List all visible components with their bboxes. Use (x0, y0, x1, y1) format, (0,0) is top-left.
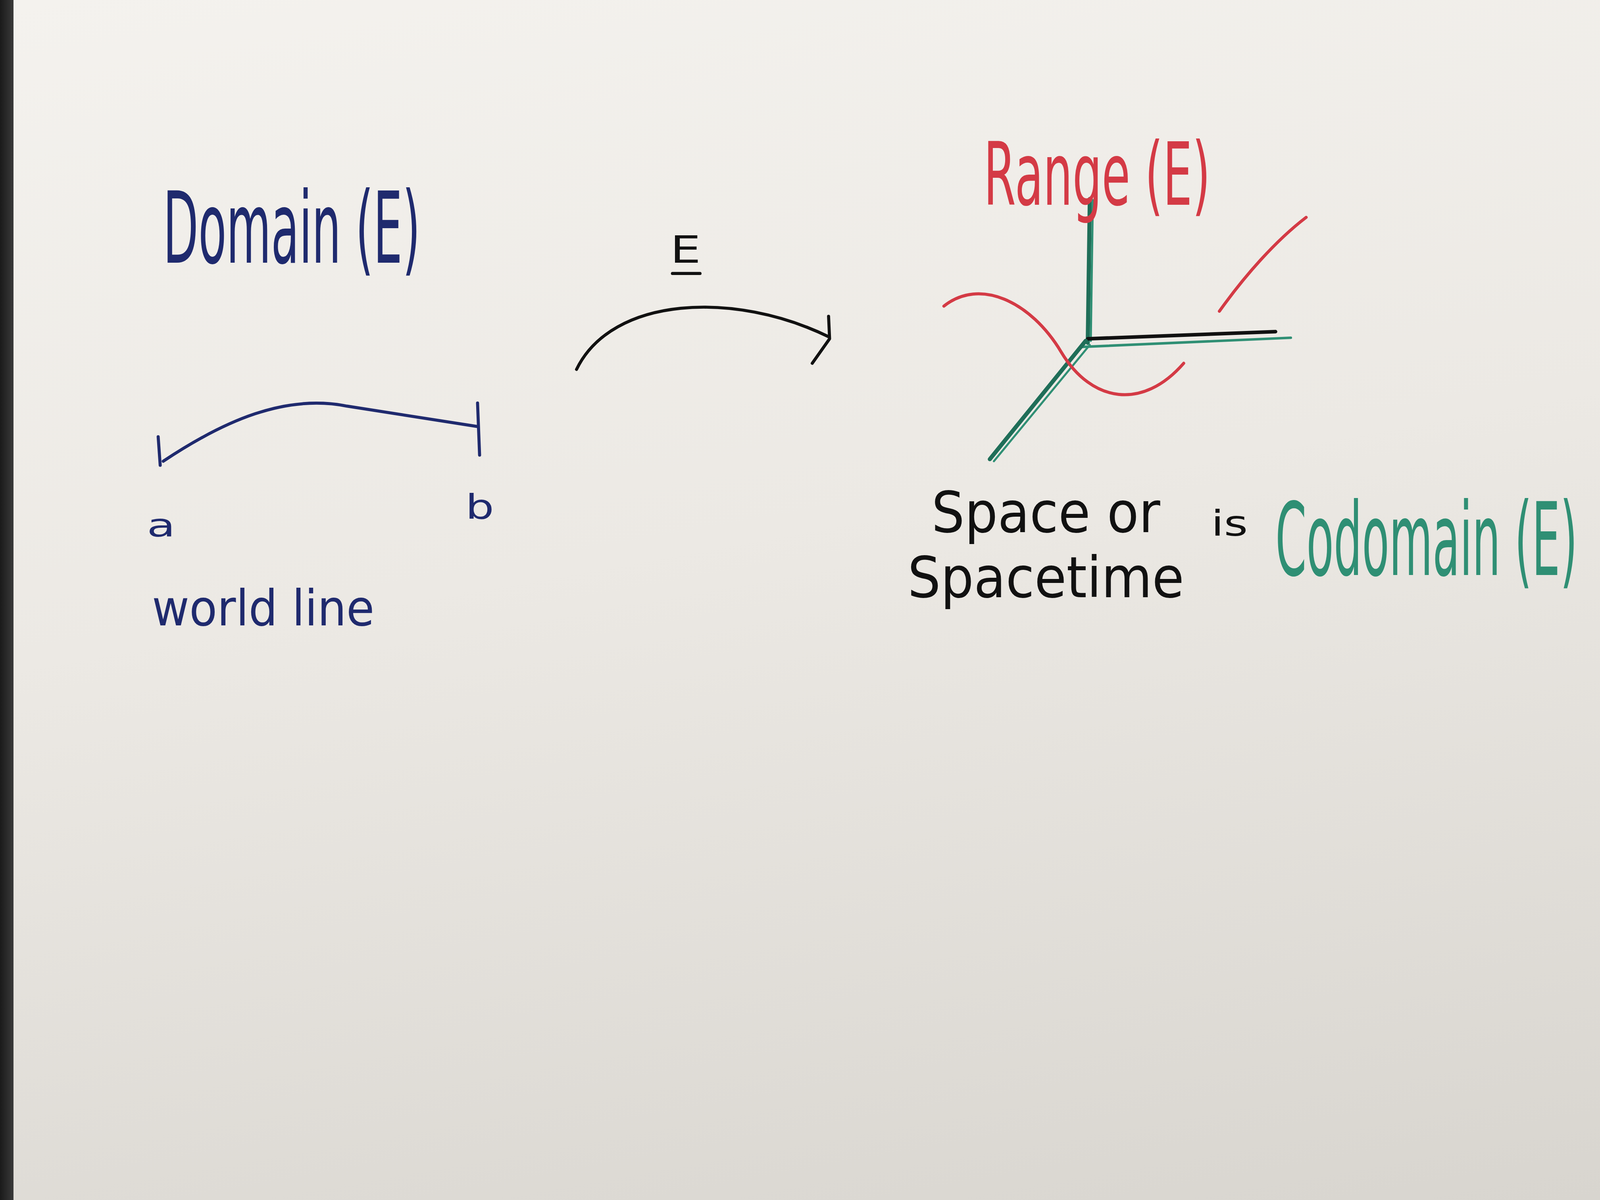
space-label: Space or Spacetime (900, 479, 1192, 611)
codomain-heading: Codomain (E) (1275, 481, 1578, 599)
world-line-curve (158, 403, 480, 466)
endpoint-label: a (146, 507, 176, 545)
range-curve (944, 217, 1307, 395)
map-name: E (670, 228, 701, 272)
range-heading: Range (E) (983, 124, 1211, 225)
world-line-label: world line (151, 579, 375, 637)
connective-word: is (1211, 503, 1249, 545)
axes (989, 198, 1291, 462)
board-edge (0, 0, 14, 1200)
domain-heading: Domain (E) (163, 171, 421, 286)
map-arrow (576, 273, 830, 370)
endpoint-label: b (465, 487, 495, 527)
